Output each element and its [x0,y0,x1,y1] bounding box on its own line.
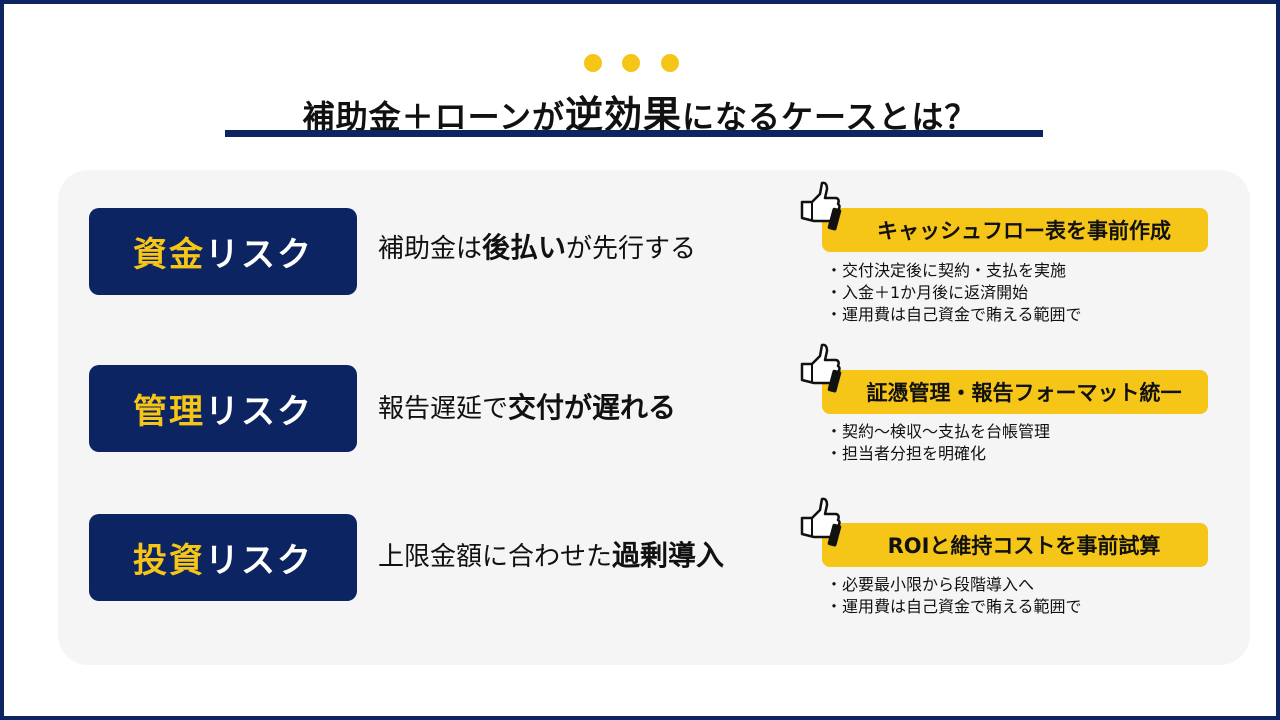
risk-description: 補助金は後払いが先行する [378,228,696,268]
title-underline [225,130,1043,137]
desc-text: 上限金額に合わせた [378,542,613,572]
thumbs-up-icon [796,342,846,394]
decor-dot [584,54,602,72]
risk-label-accent: 投資 [133,541,205,581]
bullet-list: ・必要最小限から段階導入へ・運用費は自己資金で賄える範囲で [826,574,1082,618]
countermeasure-badge: 証憑管理・報告フォーマット統一 [822,370,1208,414]
bullet-item: ・契約～検収～支払を台帳管理 [826,422,1051,441]
page-title: 補助金＋ローンが逆効果になるケースとは？ [0,84,1280,139]
thumbs-up-icon [796,180,846,232]
title-post: になるケースとは？ [682,98,978,136]
risk-label-rest: リスク [205,235,313,275]
bullet-item: ・入金＋1か月後に返済開始 [826,283,1029,302]
bullet-item: ・担当者分担を明確化 [826,444,987,463]
countermeasure-text: キャッシュフロー表を事前作成 [877,219,1171,243]
title-emphasis: 逆効果 [564,93,682,137]
title-pre: 補助金＋ローンが [302,98,565,136]
desc-text: 補助金は [378,234,483,264]
countermeasure-text: ROIと維持コストを事前試算 [887,534,1161,558]
desc-text: が先行する [566,234,697,264]
bullet-list: ・契約～検収～支払を台帳管理・担当者分担を明確化 [826,421,1050,465]
risk-label: 資金リスク [89,208,357,295]
countermeasure-text: 証憑管理・報告フォーマット統一 [866,381,1182,405]
decor-dot [622,54,640,72]
countermeasure-badge: ROIと維持コストを事前試算 [822,523,1208,567]
risk-label-accent: 管理 [133,392,205,432]
risk-label: 管理リスク [89,365,357,452]
desc-text: 報告遅延で [378,394,509,424]
risk-label: 投資リスク [89,514,357,601]
risk-description: 報告遅延で交付が遅れる [378,388,676,428]
bullet-list: ・交付決定後に契約・支払を実施・入金＋1か月後に返済開始・運用費は自己資金で賄え… [826,260,1082,326]
risk-label-rest: リスク [205,392,313,432]
bullet-item: ・運用費は自己資金で賄える範囲で [826,305,1082,324]
bullet-item: ・運用費は自己資金で賄える範囲で [826,597,1082,616]
risk-label-rest: リスク [205,541,313,581]
risk-description: 上限金額に合わせた過剰導入 [378,536,724,576]
desc-emphasis: 過剰導入 [612,539,725,572]
bullet-item: ・必要最小限から段階導入へ [826,575,1035,594]
risk-label-accent: 資金 [133,235,205,275]
desc-emphasis: 交付が遅れる [508,391,677,424]
bullet-item: ・交付決定後に契約・支払を実施 [826,261,1067,280]
thumbs-up-icon [796,496,846,548]
countermeasure-badge: キャッシュフロー表を事前作成 [822,208,1208,252]
decor-dot [661,54,679,72]
desc-emphasis: 後払い [482,231,567,264]
